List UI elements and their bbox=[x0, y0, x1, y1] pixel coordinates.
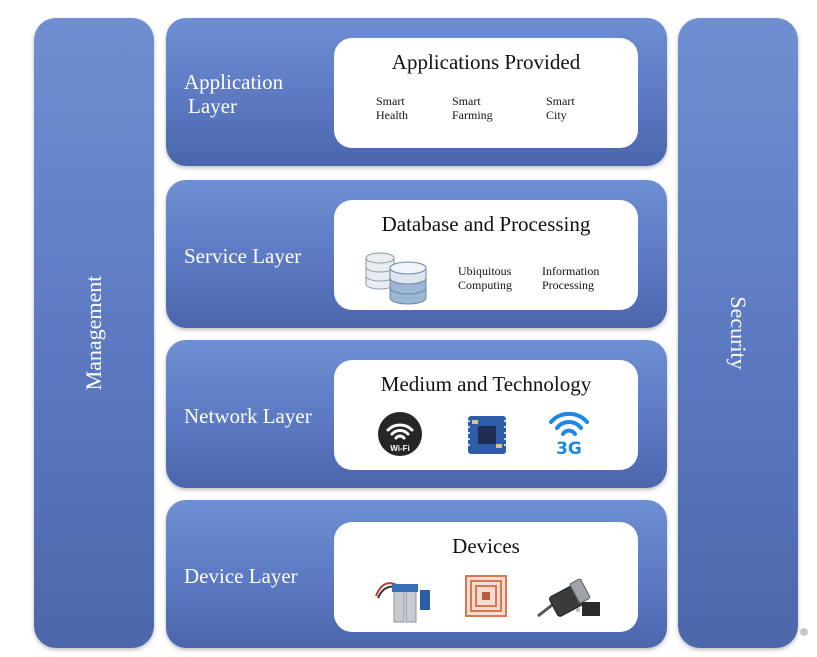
service-item-ubiquitous: Ubiquitous Computing bbox=[458, 264, 512, 292]
service-item-information-line2: Processing bbox=[542, 278, 594, 292]
network-layer: Network Layer Medium and Technology Wi-F… bbox=[166, 340, 667, 488]
application-layer-name: Application Layer bbox=[184, 70, 324, 118]
3g-text: 3G bbox=[556, 439, 582, 456]
app-item-health-line2: Health bbox=[376, 108, 408, 122]
app-item-city-line1: Smart bbox=[546, 94, 575, 108]
app-item-city: Smart City bbox=[546, 94, 575, 122]
applications-card-title: Applications Provided bbox=[391, 50, 581, 74]
management-pillar: Management bbox=[34, 18, 154, 648]
device-layer-name: Device Layer bbox=[184, 564, 298, 588]
service-item-ubiquitous-line1: Ubiquitous bbox=[458, 264, 512, 278]
wireless-module-icon bbox=[468, 416, 506, 454]
security-label: Security bbox=[726, 296, 751, 370]
application-layer-name-line2: Layer bbox=[188, 94, 237, 118]
network-layer-name: Network Layer bbox=[184, 404, 312, 428]
actuator-icon bbox=[537, 578, 600, 618]
database-card-title: Database and Processing bbox=[381, 212, 591, 236]
app-item-health: Smart Health bbox=[376, 94, 408, 122]
medium-card-title: Medium and Technology bbox=[380, 372, 592, 396]
app-item-farming: Smart Farming bbox=[452, 94, 493, 122]
device-layer: Device Layer Devices bbox=[166, 500, 667, 648]
management-label: Management bbox=[81, 275, 106, 391]
applications-card: Applications Provided Smart Health Smart… bbox=[334, 38, 638, 148]
wifi-badge-icon: Wi-Fi bbox=[378, 412, 422, 456]
app-item-city-line2: City bbox=[546, 108, 567, 122]
wifi-badge-text: Wi-Fi bbox=[390, 444, 409, 453]
app-item-health-line1: Smart bbox=[376, 94, 405, 108]
application-layer: Application Layer Applications Provided … bbox=[166, 18, 667, 166]
service-item-ubiquitous-line2: Computing bbox=[458, 278, 513, 292]
security-pillar: Security bbox=[678, 18, 798, 648]
3g-signal-icon: 3G bbox=[549, 411, 589, 456]
app-item-farming-line2: Farming bbox=[452, 108, 493, 122]
soil-sensor-icon bbox=[375, 582, 430, 623]
service-layer-name: Service Layer bbox=[184, 244, 302, 268]
database-icon bbox=[365, 252, 427, 305]
medium-card: Medium and Technology Wi-Fi bbox=[334, 360, 638, 470]
devices-card-title: Devices bbox=[452, 534, 520, 558]
service-item-information: Information Processing bbox=[542, 264, 599, 292]
app-item-farming-line1: Smart bbox=[452, 94, 481, 108]
slide-indicator-dot bbox=[800, 628, 808, 636]
database-card: Database and Processing Ubiquitous Compu… bbox=[334, 200, 638, 310]
rfid-tag-icon bbox=[465, 575, 507, 617]
application-layer-name-line1: Application bbox=[184, 70, 284, 94]
service-item-information-line1: Information bbox=[542, 264, 600, 278]
service-layer: Service Layer Database and Processing Ub… bbox=[166, 180, 667, 328]
devices-card: Devices bbox=[334, 522, 638, 632]
